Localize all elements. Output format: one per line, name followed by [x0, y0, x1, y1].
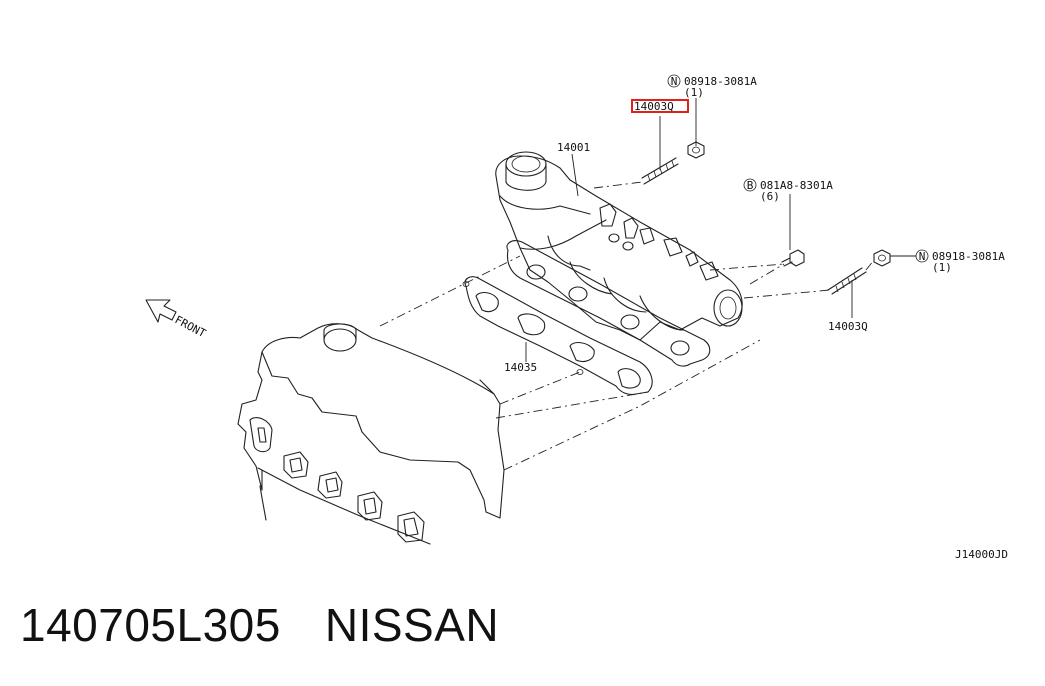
leader-lines	[525, 98, 916, 362]
part-number: 140705L305	[20, 599, 281, 651]
engine-block	[237, 323, 505, 545]
stud-right	[827, 267, 867, 295]
part-caption: 140705L305 NISSAN	[20, 598, 499, 652]
label-14035: 14035	[504, 361, 537, 374]
mark-n-right: N	[919, 250, 926, 263]
label-nut-right: N 08918-3081A (1)	[915, 249, 1005, 274]
label-14001: 14001	[557, 141, 590, 154]
label-qty-top: (1)	[684, 86, 704, 99]
highlight-box	[631, 99, 689, 113]
alignment-lines	[379, 181, 875, 471]
mark-b: B	[747, 179, 754, 192]
label-08918-3081A-top: 08918-3081A	[684, 75, 757, 88]
stud-highlighted	[641, 157, 679, 185]
label-nut-top: N 08918-3081A (1)	[667, 74, 757, 99]
diagram-code: J14000JD	[955, 548, 1008, 561]
intake-gasket	[462, 276, 653, 396]
label-14003Q-highlighted: 14003Q	[634, 100, 674, 113]
label-front: FRONT	[173, 313, 209, 340]
nut-right	[873, 249, 891, 267]
label-qty-right: (1)	[932, 261, 952, 274]
mark-n-top: N	[671, 75, 678, 88]
front-arrow-icon: FRONT	[145, 299, 209, 340]
label-08918-3081A-right: 08918-3081A	[932, 250, 1005, 263]
label-bolt: B 081A8-8301A (6)	[743, 178, 833, 203]
intake-manifold	[495, 151, 743, 367]
brand-name: NISSAN	[324, 599, 500, 651]
label-081A8-8301A: 081A8-8301A	[760, 179, 833, 192]
label-qty-bolt: (6)	[760, 190, 780, 203]
label-14003Q-right: 14003Q	[828, 320, 868, 333]
bolt	[781, 249, 805, 267]
